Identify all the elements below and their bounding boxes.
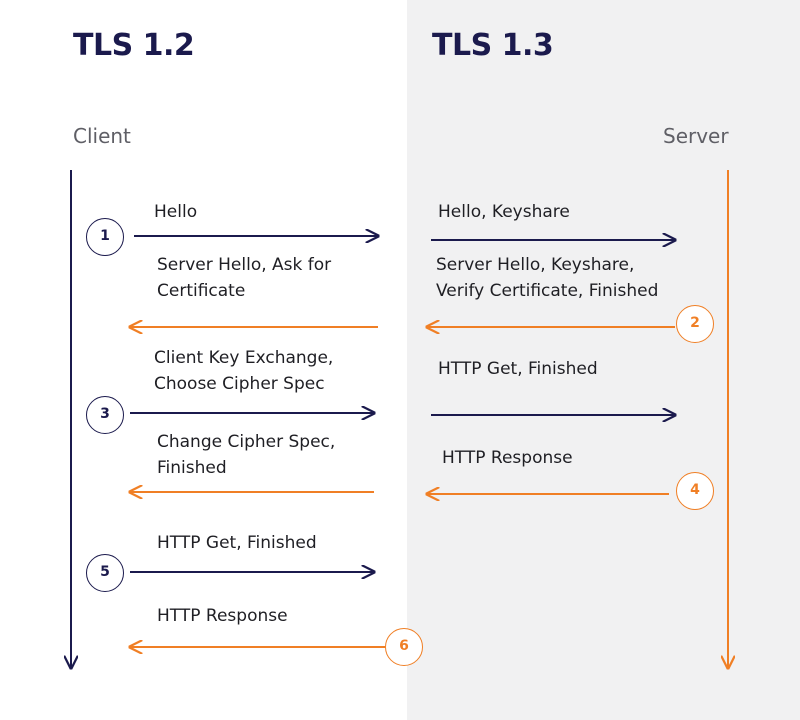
tls13-message-3: HTTP Get, Finished (438, 356, 598, 382)
message-line: Change Cipher Spec, (157, 432, 336, 452)
step-1-badge: 1 (86, 218, 124, 256)
message-line: HTTP Response (442, 448, 573, 468)
tls13-message-1: Hello, Keyshare (438, 199, 570, 225)
message-line: Finished (157, 458, 227, 478)
message-line: Client Key Exchange, (154, 348, 334, 368)
tls12-message-1: Hello (154, 199, 197, 225)
tls13-message-2: Server Hello, Keyshare, Verify Certifica… (436, 252, 658, 304)
step-6-badge: 6 (385, 628, 423, 666)
message-line: Hello, Keyshare (438, 202, 570, 222)
server-label: Server (663, 124, 729, 148)
message-line: HTTP Get, Finished (157, 533, 317, 553)
step-4-badge: 4 (676, 472, 714, 510)
message-line: Verify Certificate, Finished (436, 281, 659, 301)
message-line: Server Hello, Ask for (157, 255, 332, 275)
tls12-message-2: Server Hello, Ask for Certificate (157, 252, 331, 304)
tls13-title: TLS 1.3 (432, 28, 554, 63)
step-3-badge: 3 (86, 396, 124, 434)
message-line: HTTP Response (157, 606, 288, 626)
tls12-message-3: Client Key Exchange, Choose Cipher Spec (154, 345, 333, 397)
message-line: Server Hello, Keyshare, (436, 255, 635, 275)
message-line: Certificate (157, 281, 246, 301)
message-line: HTTP Get, Finished (438, 359, 598, 379)
client-label: Client (73, 124, 131, 148)
tls12-message-4: Change Cipher Spec, Finished (157, 429, 335, 481)
tls13-panel-background (407, 0, 800, 720)
message-line: Hello (154, 202, 198, 222)
tls12-title: TLS 1.2 (73, 28, 195, 63)
tls12-message-6: HTTP Response (157, 603, 288, 629)
message-line: Choose Cipher Spec (154, 374, 325, 394)
step-5-badge: 5 (86, 554, 124, 592)
tls13-message-4: HTTP Response (442, 445, 573, 471)
tls12-message-5: HTTP Get, Finished (157, 530, 317, 556)
step-2-badge: 2 (676, 305, 714, 343)
